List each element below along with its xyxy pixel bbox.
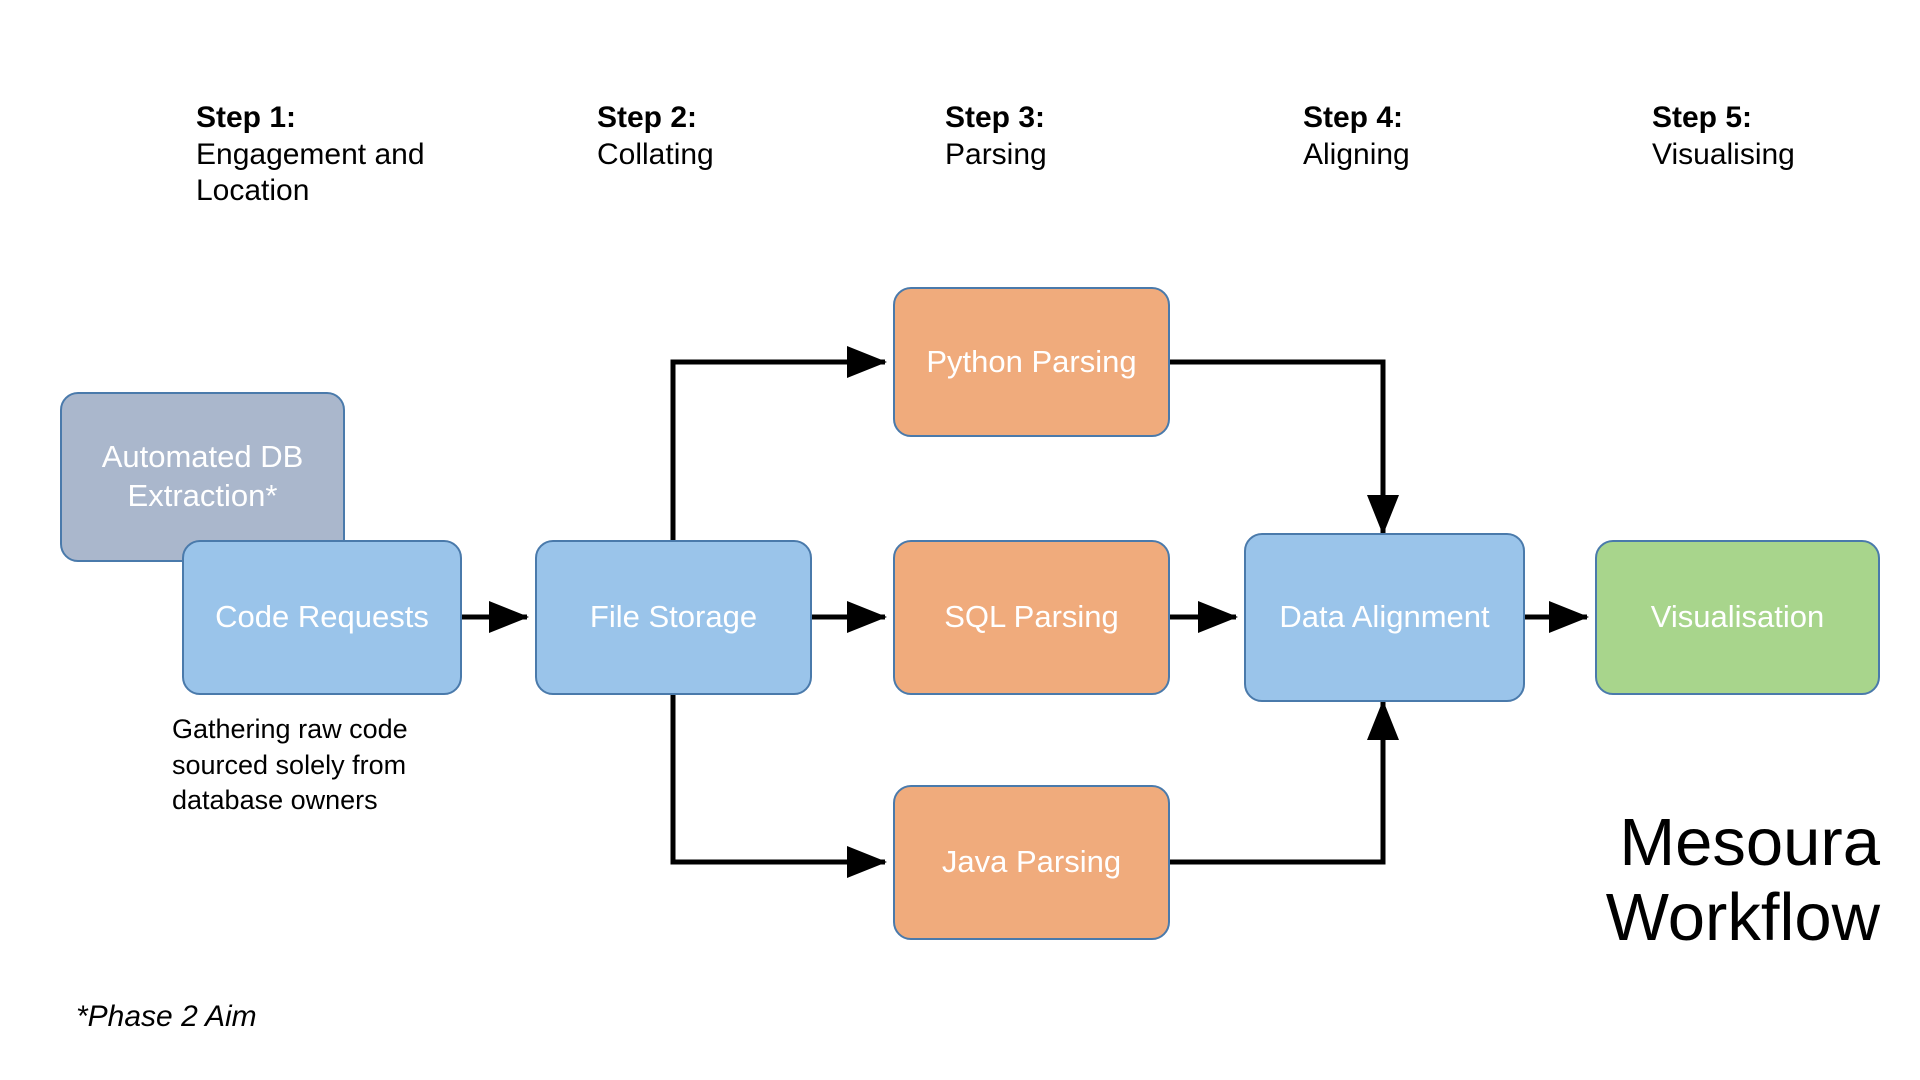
node-java-parsing[interactable]: Java Parsing [893, 785, 1170, 940]
step-3-title: Step 3: [945, 101, 1046, 134]
step-header-1: Step 1: Engagement and Location [196, 100, 526, 210]
brand-title: Mesoura Workflow [1605, 805, 1880, 956]
node-automated-db-extraction-label: Automated DB Extraction* [101, 439, 304, 513]
step-header-4: Step 4: Aligning [1303, 100, 1633, 173]
footnote-phase-2-aim: *Phase 2 Aim [76, 1000, 257, 1033]
step-header-2: Step 2: Collating [597, 100, 927, 173]
node-sql-parsing-label: SQL Parsing [944, 599, 1119, 635]
step-header-5: Step 5: Visualising [1652, 100, 1920, 173]
step-5-title: Step 5: [1652, 101, 1753, 134]
step-4-subtitle: Aligning [1303, 137, 1410, 171]
node-file-storage[interactable]: File Storage [535, 540, 812, 695]
node-automated-db-extraction[interactable]: Automated DB Extraction* [60, 392, 345, 562]
node-data-alignment[interactable]: Data Alignment [1244, 533, 1525, 702]
node-java-parsing-label: Java Parsing [941, 844, 1122, 880]
edge-file-storage-to-java-parsing [670, 695, 888, 878]
node-python-parsing[interactable]: Python Parsing [893, 287, 1170, 437]
step-4-title: Step 4: [1303, 101, 1404, 134]
node-visualisation-label: Visualisation [1650, 599, 1825, 635]
node-python-parsing-label: Python Parsing [926, 343, 1137, 379]
edge-python-parsing-to-data-alignment [1170, 359, 1400, 536]
edge-file-storage-to-python-parsing [670, 345, 888, 540]
step-5-subtitle: Visualising [1652, 137, 1795, 171]
step-3-subtitle: Parsing [945, 137, 1047, 171]
step-1-subtitle: Engagement and Location [196, 137, 425, 208]
step-header-3: Step 3: Parsing [945, 100, 1275, 173]
node-code-requests-label: Code Requests [215, 599, 429, 635]
step-2-title: Step 2: [597, 101, 698, 134]
node-code-requests[interactable]: Code Requests [182, 540, 462, 695]
node-visualisation[interactable]: Visualisation [1595, 540, 1880, 695]
edge-java-parsing-to-data-alignment [1170, 699, 1399, 865]
caption-code-requests: Gathering raw code sourced solely from d… [172, 714, 408, 816]
node-sql-parsing[interactable]: SQL Parsing [893, 540, 1170, 695]
step-1-title: Step 1: [196, 101, 297, 134]
step-2-subtitle: Collating [597, 137, 714, 171]
node-data-alignment-label: Data Alignment [1279, 599, 1490, 635]
node-file-storage-label: File Storage [589, 599, 758, 635]
